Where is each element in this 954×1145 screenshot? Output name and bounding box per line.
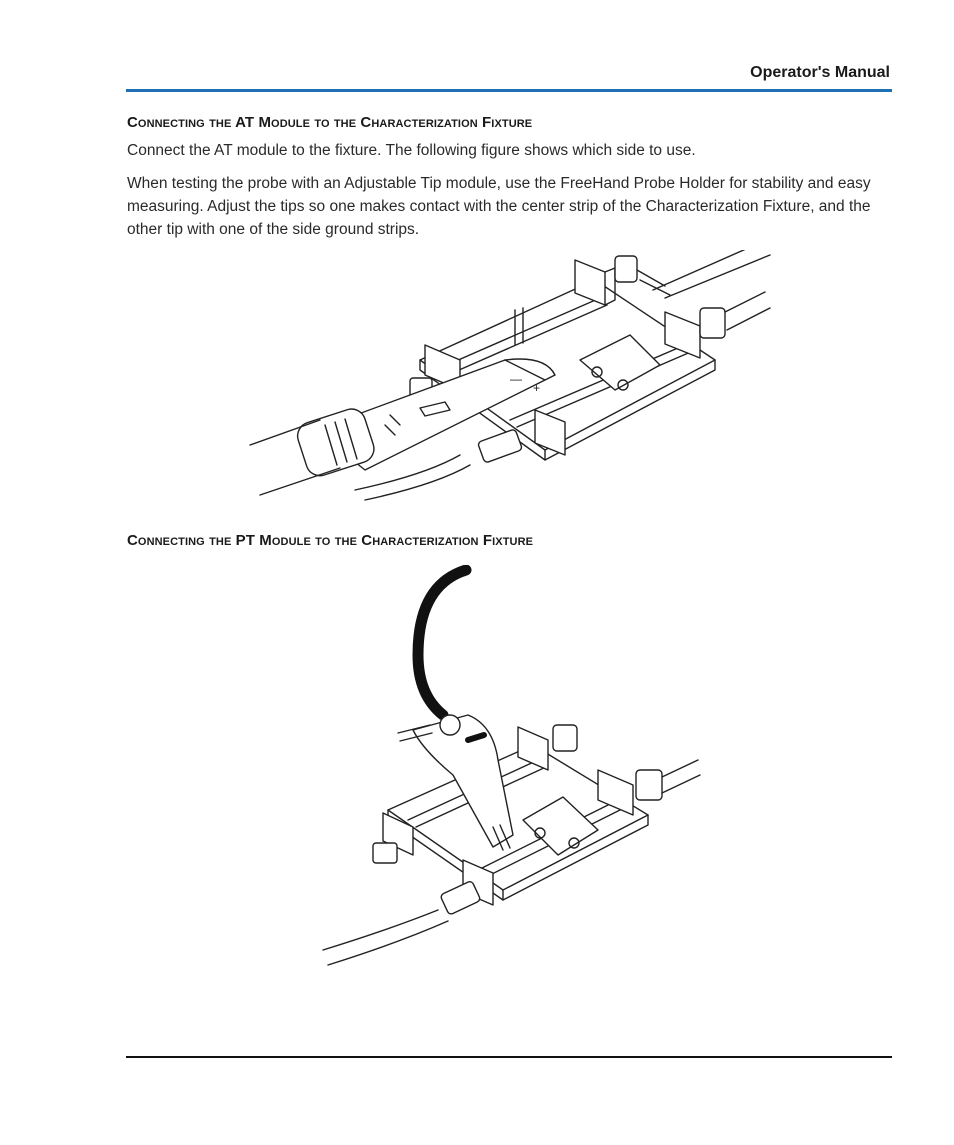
header-rule — [126, 89, 892, 92]
section-heading-pt: Connecting the PT Module to the Characte… — [127, 532, 534, 549]
probe-minus-mark: — — [510, 372, 522, 386]
paragraph-instructions: When testing the probe with an Adjustabl… — [127, 175, 871, 238]
probe-plus-mark: + — [533, 381, 540, 395]
figure-at-module-fixture: — + — [245, 250, 785, 505]
section-heading-at: Connecting the AT Module to the Characte… — [127, 114, 533, 131]
page-header-title: Operator's Manual — [750, 64, 890, 81]
figure-pt-module-fixture — [318, 565, 708, 975]
paragraph-intro: Connect the AT module to the fixture. Th… — [127, 142, 696, 159]
footer-rule — [126, 1056, 892, 1058]
